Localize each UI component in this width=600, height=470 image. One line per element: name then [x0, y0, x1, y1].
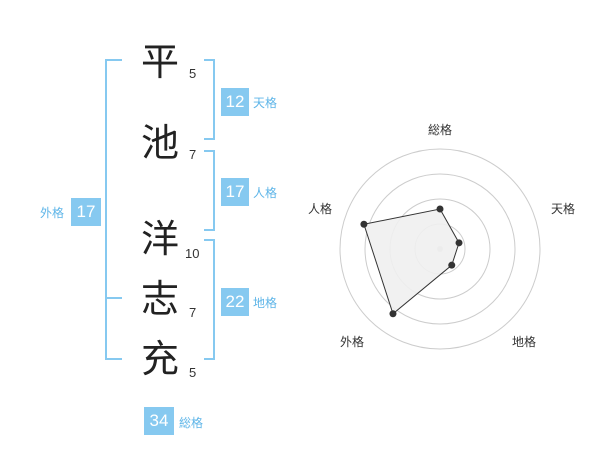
radar-axis-label-3: 地格 — [512, 334, 536, 349]
radar-axis-label-2: 天格 — [551, 201, 575, 216]
radar-point-2 — [455, 239, 463, 247]
gaikaku-badge: 17 — [71, 198, 101, 226]
stroke-count-5: 5 — [189, 365, 197, 380]
radar-point-1 — [436, 205, 444, 213]
name-char-5: 充 — [141, 337, 180, 381]
radar-axis-label-1: 総格 — [428, 122, 452, 137]
radar-point-4 — [389, 310, 397, 318]
chikaku-label: 地格 — [253, 296, 278, 310]
stroke-count-4: 7 — [189, 305, 197, 320]
jinkaku-bracket — [204, 150, 215, 231]
tenkaku-badge: 12 — [221, 88, 249, 116]
radar-point-3 — [448, 261, 456, 269]
name-char-1: 平 — [141, 40, 180, 84]
stroke-count-3: 10 — [185, 246, 200, 261]
soukaku-label: 総格 — [179, 416, 204, 430]
tenkaku-label: 天格 — [253, 96, 278, 110]
tenkaku-bracket — [204, 59, 215, 140]
stroke-count-1: 5 — [189, 66, 197, 81]
radar-axis-label-5: 人格 — [308, 201, 332, 216]
jinkaku-label: 人格 — [253, 186, 278, 200]
radar-ring — [364, 173, 516, 325]
gaikaku-bracket — [105, 59, 122, 360]
name-char-4: 志 — [141, 277, 180, 321]
jinkaku-badge: 17 — [221, 178, 249, 206]
radar-polygon — [363, 208, 460, 315]
chikaku-badge: 22 — [221, 288, 249, 316]
radar-ring — [339, 148, 541, 350]
soukaku-badge: 34 — [144, 407, 174, 435]
stroke-count-2: 7 — [189, 147, 197, 162]
gaikaku-label: 外格 — [40, 206, 65, 220]
name-char-2: 池 — [141, 121, 180, 165]
name-char-3: 洋 — [141, 217, 180, 261]
chikaku-bracket — [204, 239, 215, 360]
radar-point-5 — [360, 220, 368, 228]
radar-axis-label-4: 外格 — [340, 334, 364, 349]
